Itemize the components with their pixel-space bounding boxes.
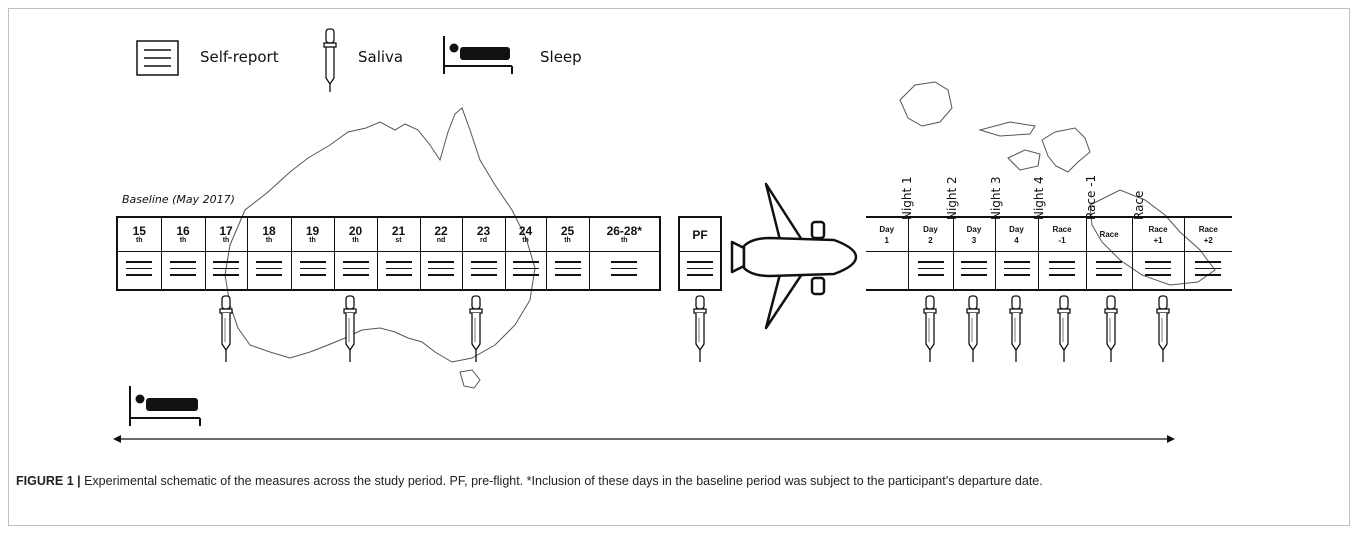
pf-cell: PF — [678, 216, 722, 252]
self-report-icon — [687, 261, 713, 279]
saliva-icon — [923, 295, 937, 363]
self-report-cell — [1183, 251, 1232, 291]
self-report-icon — [256, 261, 282, 279]
self-report-icon — [1195, 261, 1222, 279]
self-report-icon — [611, 261, 638, 279]
self-report-icon — [126, 261, 153, 279]
self-report-icon — [512, 261, 539, 279]
self-report-icon — [136, 40, 179, 76]
self-report-cell — [376, 251, 421, 291]
saliva-icon — [219, 295, 233, 363]
pre-flight-table: PF — [678, 216, 722, 291]
self-report-icon — [213, 261, 239, 279]
day-cell: 26-28*th — [588, 216, 661, 252]
study-period-arrow — [113, 435, 1175, 443]
figure-caption-tag: FIGURE 1 | — [16, 474, 81, 488]
legend-saliva-label: Saliva — [358, 48, 404, 66]
saliva-icon — [693, 295, 707, 363]
legend-self-report-label: Self-report — [200, 48, 279, 66]
self-report-cell — [1131, 251, 1185, 291]
baseline-self-report-row — [116, 251, 661, 291]
self-report-cell — [907, 251, 954, 291]
airplane-icon — [730, 182, 858, 330]
self-report-icon — [385, 261, 412, 279]
self-report-icon — [1049, 261, 1075, 279]
self-report-icon — [961, 261, 987, 279]
baseline-title: Baseline (May 2017) — [122, 193, 235, 206]
day-cell: Race+1 — [1131, 216, 1185, 252]
self-report-icon — [917, 261, 944, 279]
figure-frame — [8, 8, 1350, 526]
self-report-icon — [554, 261, 581, 279]
self-report-icon — [1003, 261, 1030, 279]
self-report-icon — [1145, 261, 1171, 279]
self-report-cell — [461, 251, 506, 291]
self-report-cell — [204, 251, 248, 291]
legend-sleep-label: Sleep — [540, 48, 582, 66]
figure-caption: FIGURE 1 | Experimental schematic of the… — [16, 472, 1316, 491]
self-report-cell — [504, 251, 547, 291]
sleep-icon — [443, 36, 513, 74]
self-report-cell — [994, 251, 1039, 291]
self-report-icon — [470, 261, 497, 279]
saliva-icon — [1104, 295, 1118, 363]
travel-self-report-row — [866, 251, 1232, 291]
self-report-icon — [299, 261, 326, 279]
saliva-icon — [1057, 295, 1071, 363]
saliva-icon — [1156, 295, 1170, 363]
self-report-icon — [170, 261, 196, 279]
saliva-icon — [469, 295, 483, 363]
self-report-cell — [419, 251, 463, 291]
figure-caption-text: Experimental schematic of the measures a… — [80, 474, 1043, 488]
self-report-icon — [342, 261, 369, 279]
self-report-cell — [588, 251, 661, 291]
self-report-cell — [246, 251, 292, 291]
day-cell: Race+2 — [1183, 216, 1232, 252]
saliva-icon — [966, 295, 980, 363]
self-report-icon — [1096, 261, 1122, 279]
self-report-cell — [952, 251, 996, 291]
self-report-cell — [1085, 251, 1133, 291]
saliva-icon — [1009, 295, 1023, 363]
sleep-icon — [129, 386, 201, 426]
self-report-icon — [428, 261, 454, 279]
empty-report-cell — [866, 251, 909, 291]
saliva-icon — [323, 28, 337, 92]
self-report-cell — [290, 251, 335, 291]
self-report-cell — [678, 251, 722, 291]
saliva-icon — [343, 295, 357, 363]
